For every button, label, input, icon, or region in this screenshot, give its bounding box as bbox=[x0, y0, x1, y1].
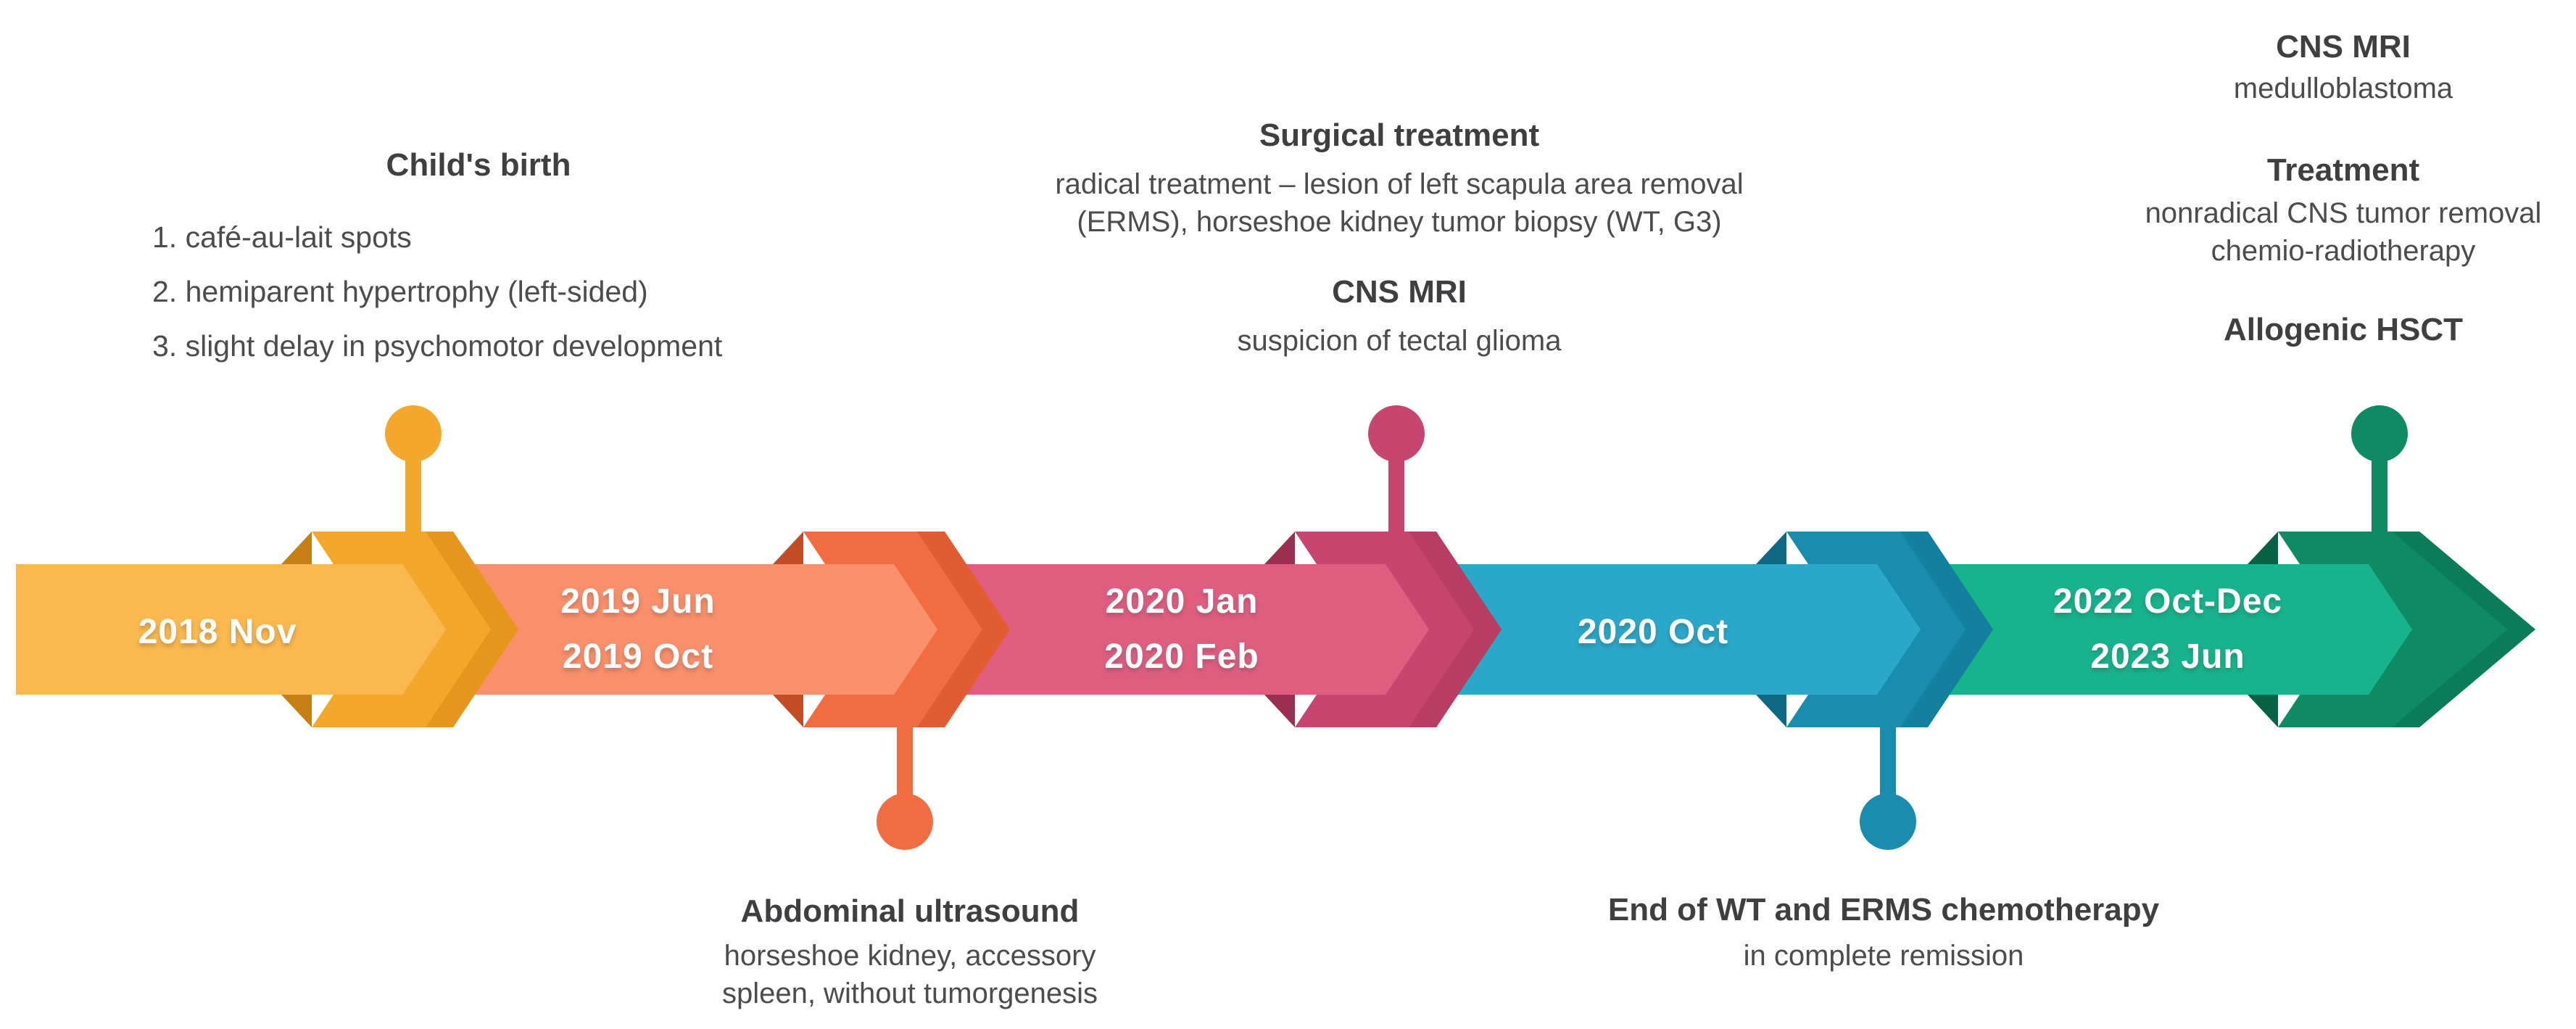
timeline-segment-arrow-1 bbox=[16, 564, 446, 695]
annotation-group-chemo-end: End of WT and ERMS chemotherapy in compl… bbox=[1608, 890, 2159, 975]
annotation-line: radical treatment – lesion of left scapu… bbox=[1055, 168, 1744, 200]
annotation-title-end-of-chemotherapy: End of WT and ERMS chemotherapy bbox=[1607, 892, 2160, 927]
annotation-line: in complete remission bbox=[1743, 940, 2024, 972]
junction-fold-top bbox=[1756, 532, 1786, 564]
junction-fold-top bbox=[2248, 532, 2278, 564]
annotation-title-surgical-treatment: Surgical treatment bbox=[1259, 117, 1540, 153]
event-pin-stem bbox=[1388, 448, 1404, 546]
list-item: 1. café-au-lait spots bbox=[152, 220, 412, 254]
junction-edge-shade bbox=[917, 532, 1010, 727]
junction-fold-top bbox=[281, 532, 312, 564]
annotation-line: nonradical CNS tumor removal bbox=[2145, 197, 2542, 229]
segment-date-label-5: 2022 Oct-Dec 2023 Jun bbox=[2053, 574, 2282, 685]
date-line: 2018 Nov bbox=[138, 613, 297, 651]
junction-fold-bottom bbox=[773, 695, 803, 727]
date-line: 2019 Oct bbox=[562, 637, 714, 676]
event-pin-icon bbox=[1860, 793, 1916, 850]
timeline-segment-arrow-5 bbox=[1844, 564, 2412, 695]
junction-fold-bottom bbox=[2248, 695, 2278, 727]
junction-edge-shade bbox=[1409, 532, 1502, 727]
list-item: 3. slight delay in psychomotor developme… bbox=[152, 329, 723, 363]
annotation-line: suspicion of tectal glioma bbox=[1237, 325, 1562, 357]
annotation-line: spleen, without tumorgenesis bbox=[721, 978, 1098, 1009]
event-pin-icon bbox=[385, 405, 442, 462]
date-line: 2020 Oct bbox=[1577, 613, 1729, 651]
annotation-title-treatment: Treatment bbox=[2266, 152, 2420, 188]
junction-fold-top bbox=[773, 532, 803, 564]
event-pin-stem bbox=[897, 714, 913, 812]
annotation-line: chemio-radiotherapy bbox=[2211, 235, 2476, 267]
junction-edge-shade bbox=[426, 532, 518, 727]
date-line: 2020 Feb bbox=[1104, 637, 1259, 676]
annotation-title-abdominal-ultrasound: Abdominal ultrasound bbox=[740, 893, 1080, 929]
annotation-line: medulloblastoma bbox=[2233, 73, 2453, 104]
segment-date-label-3: 2020 Jan 2020 Feb bbox=[1104, 574, 1259, 685]
event-pin-icon bbox=[2351, 405, 2408, 462]
junction-fold-top bbox=[1264, 532, 1295, 564]
event-pin-icon bbox=[1368, 405, 1425, 462]
annotation-title-cns-mri-glioma: CNS MRI bbox=[1332, 274, 1467, 310]
annotation-group-ultrasound: Abdominal ultrasound horseshoe kidney, a… bbox=[722, 892, 1098, 1012]
event-pin-stem bbox=[1880, 714, 1896, 812]
event-pin-stem bbox=[2372, 448, 2387, 546]
annotation-line: horseshoe kidney, accessory bbox=[724, 940, 1096, 972]
timeline-segment-arrow-2 bbox=[370, 564, 937, 695]
annotation-list-childs-birth: 1. café-au-lait spots 2. hemiparent hype… bbox=[152, 220, 722, 383]
timeline-segment-arrow-4 bbox=[1353, 564, 1921, 695]
annotation-group-surgical: Surgical treatment radical treatment – l… bbox=[1055, 116, 1743, 360]
junction-edge-shade bbox=[2392, 532, 2535, 727]
annotation-title-cns-mri: CNS MRI bbox=[2276, 29, 2411, 65]
segment-date-label-4: 2020 Oct bbox=[1578, 605, 1728, 660]
annotation-title-allogenic-hsct: Allogenic HSCT bbox=[2223, 312, 2464, 347]
event-pin-stem bbox=[405, 448, 421, 546]
annotation-title-childs-birth: Child's birth bbox=[386, 147, 571, 183]
date-line: 2019 Jun bbox=[560, 582, 716, 621]
annotation-group-medulloblastoma: CNS MRI medulloblastoma Treatment nonrad… bbox=[2145, 28, 2542, 350]
segment-date-label-1: 2018 Nov bbox=[138, 605, 297, 660]
date-line: 2020 Jan bbox=[1105, 582, 1259, 621]
junction-fold-bottom bbox=[281, 695, 312, 727]
segment-date-label-2: 2019 Jun 2019 Oct bbox=[560, 574, 715, 685]
junction-edge-shade bbox=[1900, 532, 1993, 727]
date-line: 2023 Jun bbox=[2090, 637, 2245, 676]
junction-fold-bottom bbox=[1264, 695, 1295, 727]
event-pin-icon bbox=[877, 793, 933, 850]
junction-fold-bottom bbox=[1756, 695, 1786, 727]
list-item: 2. hemiparent hypertrophy (left-sided) bbox=[152, 275, 648, 308]
date-line: 2022 Oct-Dec bbox=[2053, 582, 2283, 621]
timeline-segment-arrow-3 bbox=[861, 564, 1429, 695]
annotation-line: (ERMS), horseshoe kidney tumor biopsy (W… bbox=[1077, 206, 1722, 238]
